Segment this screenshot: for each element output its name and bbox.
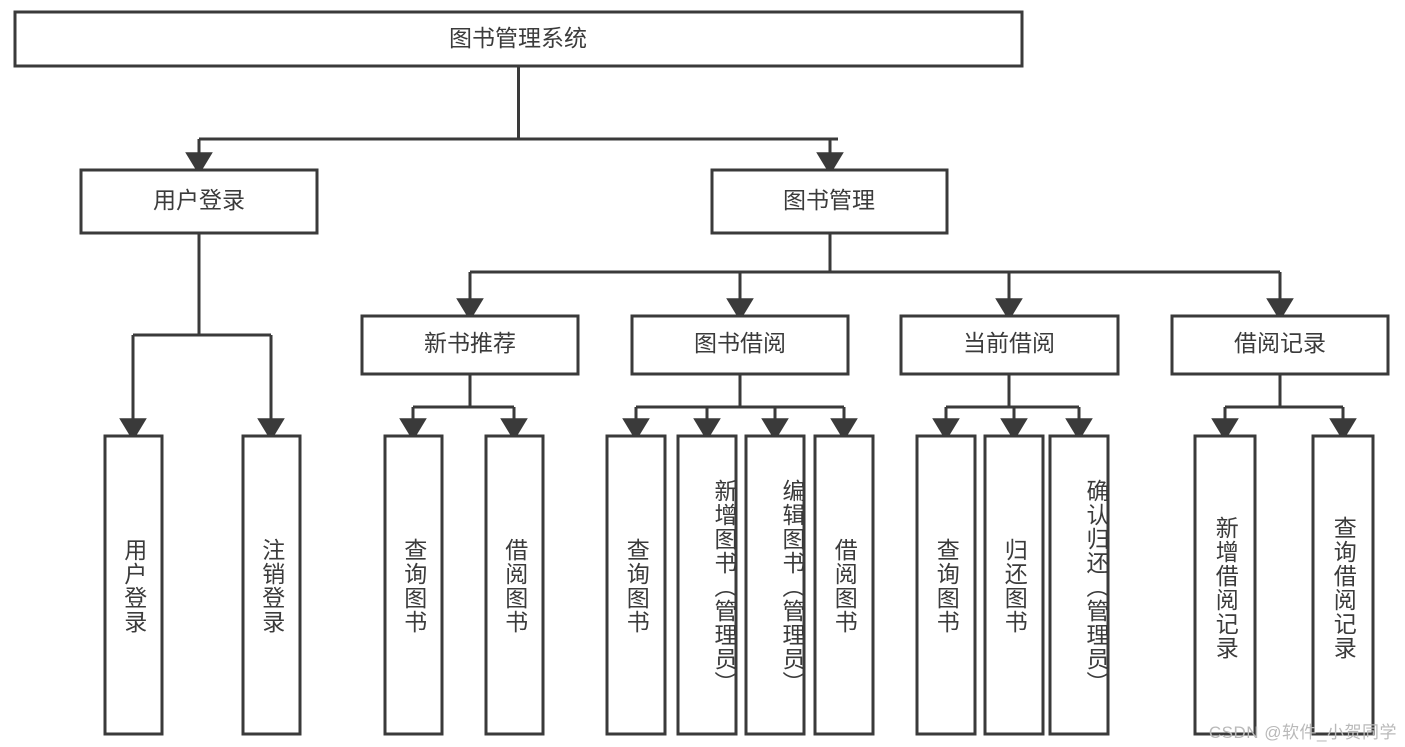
leaf-label: 借阅图书 bbox=[501, 538, 528, 634]
leaf-query-book-current[interactable]: 查询图书 bbox=[915, 434, 977, 736]
leaf-box[interactable] bbox=[241, 434, 302, 736]
leaf-query-book-new[interactable]: 查询图书 bbox=[383, 434, 444, 736]
leaf-return-book[interactable]: 归还图书 bbox=[983, 434, 1045, 736]
leaf-add-book-admin[interactable]: 新增图书（管理员） bbox=[676, 434, 738, 736]
leaf-box[interactable] bbox=[1048, 434, 1110, 736]
connector-records-to-leaves bbox=[1211, 374, 1357, 442]
node-current-borrow-label: 当前借阅 bbox=[963, 330, 1055, 356]
leaf-label: 新增图书（管理员） bbox=[711, 479, 737, 695]
leaf-box[interactable] bbox=[484, 434, 545, 736]
leaf-label: 新增借阅记录 bbox=[1212, 515, 1239, 660]
node-book-management[interactable]: 图书管理 bbox=[710, 168, 949, 235]
leaf-label: 查询图书 bbox=[400, 538, 427, 634]
leaf-box[interactable] bbox=[1193, 434, 1257, 736]
node-current-borrow-box[interactable] bbox=[899, 314, 1120, 376]
connector-book-manage-to-level2 bbox=[456, 233, 1294, 322]
leaf-box[interactable] bbox=[813, 434, 875, 736]
leaf-box[interactable] bbox=[915, 434, 977, 736]
node-user-login-label: 用户登录 bbox=[153, 187, 245, 213]
leaf-confirm-return-admin[interactable]: 确认归还（管理员） bbox=[1048, 434, 1110, 736]
node-book-management-box[interactable] bbox=[710, 168, 949, 235]
leaf-label: 查询图书 bbox=[623, 538, 650, 634]
node-user-login[interactable]: 用户登录 bbox=[79, 168, 319, 235]
leaf-query-book-borrow[interactable]: 查询图书 bbox=[605, 434, 667, 736]
leaf-label: 确认归还（管理员） bbox=[1083, 479, 1109, 695]
node-book-borrow[interactable]: 图书借阅 bbox=[630, 314, 850, 376]
leaf-label: 编辑图书（管理员） bbox=[779, 479, 805, 695]
leaf-box[interactable] bbox=[1311, 434, 1375, 736]
leaf-box[interactable] bbox=[744, 434, 806, 736]
leaf-logout[interactable]: 注销登录 bbox=[241, 434, 302, 736]
leaf-query-borrow-record[interactable]: 查询借阅记录 bbox=[1311, 434, 1375, 736]
leaf-box[interactable] bbox=[103, 434, 164, 736]
node-book-borrow-label: 图书借阅 bbox=[694, 330, 786, 356]
connector-current-borrow-to-leaves bbox=[932, 374, 1093, 442]
node-root-label: 图书管理系统 bbox=[449, 25, 587, 51]
leaf-label: 用户登录 bbox=[120, 538, 147, 634]
node-current-borrow[interactable]: 当前借阅 bbox=[899, 314, 1120, 376]
node-new-book-recommend[interactable]: 新书推荐 bbox=[360, 314, 580, 376]
leaf-user-login[interactable]: 用户登录 bbox=[103, 434, 164, 736]
leaf-label: 注销登录 bbox=[258, 538, 285, 634]
node-new-book-recommend-label: 新书推荐 bbox=[424, 330, 516, 356]
leaf-box[interactable] bbox=[605, 434, 667, 736]
leaf-box[interactable] bbox=[676, 434, 738, 736]
connector-borrow-to-leaves bbox=[622, 374, 858, 442]
leaf-label: 归还图书 bbox=[1001, 538, 1028, 634]
node-book-management-label: 图书管理 bbox=[783, 187, 875, 213]
node-borrow-records[interactable]: 借阅记录 bbox=[1170, 314, 1390, 376]
leaf-box[interactable] bbox=[983, 434, 1045, 736]
leaf-label: 查询图书 bbox=[933, 538, 960, 634]
node-borrow-records-label: 借阅记录 bbox=[1234, 330, 1326, 356]
leaf-borrow-book-new[interactable]: 借阅图书 bbox=[484, 434, 545, 736]
node-root[interactable]: 图书管理系统 bbox=[13, 10, 1024, 68]
node-user-login-box[interactable] bbox=[79, 168, 319, 235]
connector-user-login-to-leaves bbox=[119, 233, 285, 442]
connector-root-to-level1 bbox=[185, 66, 844, 176]
node-root-box[interactable] bbox=[13, 10, 1024, 68]
connector-new-book-to-leaves bbox=[399, 374, 528, 442]
leaf-label: 借阅图书 bbox=[831, 538, 858, 634]
node-new-book-recommend-box[interactable] bbox=[360, 314, 580, 376]
leaf-box[interactable] bbox=[383, 434, 444, 736]
leaf-edit-book-admin[interactable]: 编辑图书（管理员） bbox=[744, 434, 806, 736]
leaf-add-borrow-record[interactable]: 新增借阅记录 bbox=[1193, 434, 1257, 736]
node-book-borrow-box[interactable] bbox=[630, 314, 850, 376]
leaf-borrow-book[interactable]: 借阅图书 bbox=[813, 434, 875, 736]
leaf-label: 查询借阅记录 bbox=[1330, 515, 1357, 660]
node-borrow-records-box[interactable] bbox=[1170, 314, 1390, 376]
